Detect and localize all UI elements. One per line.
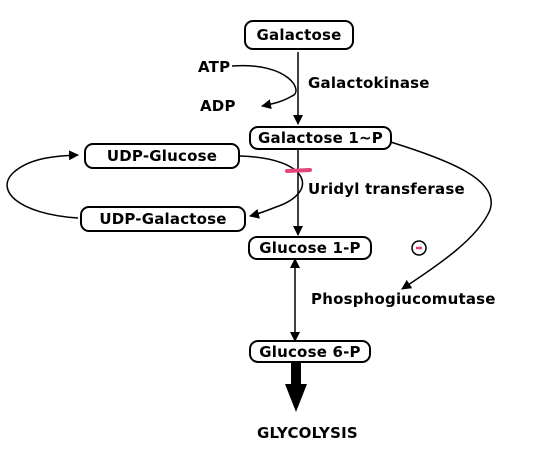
arrow-galactose-1p-to-phosphoglucomutase <box>383 139 493 290</box>
glycolysis-arrow-head <box>285 384 307 412</box>
node-udp-galactose: UDP-Galactose <box>80 206 246 232</box>
arrow-udp-glucose-to-udp-galactose <box>239 155 304 219</box>
node-galactose: Galactose <box>244 20 354 50</box>
node-glucose-6p: Glucose 6-P <box>249 340 371 363</box>
label-adp: ADP <box>200 97 236 115</box>
arrow-atp-to-adp <box>231 64 297 110</box>
label-glycolysis: GLYCOLYSIS <box>257 424 358 442</box>
label-atp: ATP <box>198 58 231 76</box>
node-udp-glucose: UDP-Glucose <box>84 143 240 169</box>
glycolysis-arrow-shaft <box>291 362 301 386</box>
enzyme-deficiency-marker <box>285 168 312 173</box>
label-phosphoglucomutase: Phosphogiucomutase <box>311 290 496 308</box>
node-glucose-1p: Glucose 1-P <box>248 236 372 260</box>
arrow-udp-galactose-to-udp-glucose <box>6 150 79 219</box>
node-galactose-1p: Galactose 1~P <box>249 126 392 150</box>
label-uridyl-transferase: Uridyl transferase <box>308 180 465 198</box>
label-galactokinase: Galactokinase <box>308 74 430 92</box>
